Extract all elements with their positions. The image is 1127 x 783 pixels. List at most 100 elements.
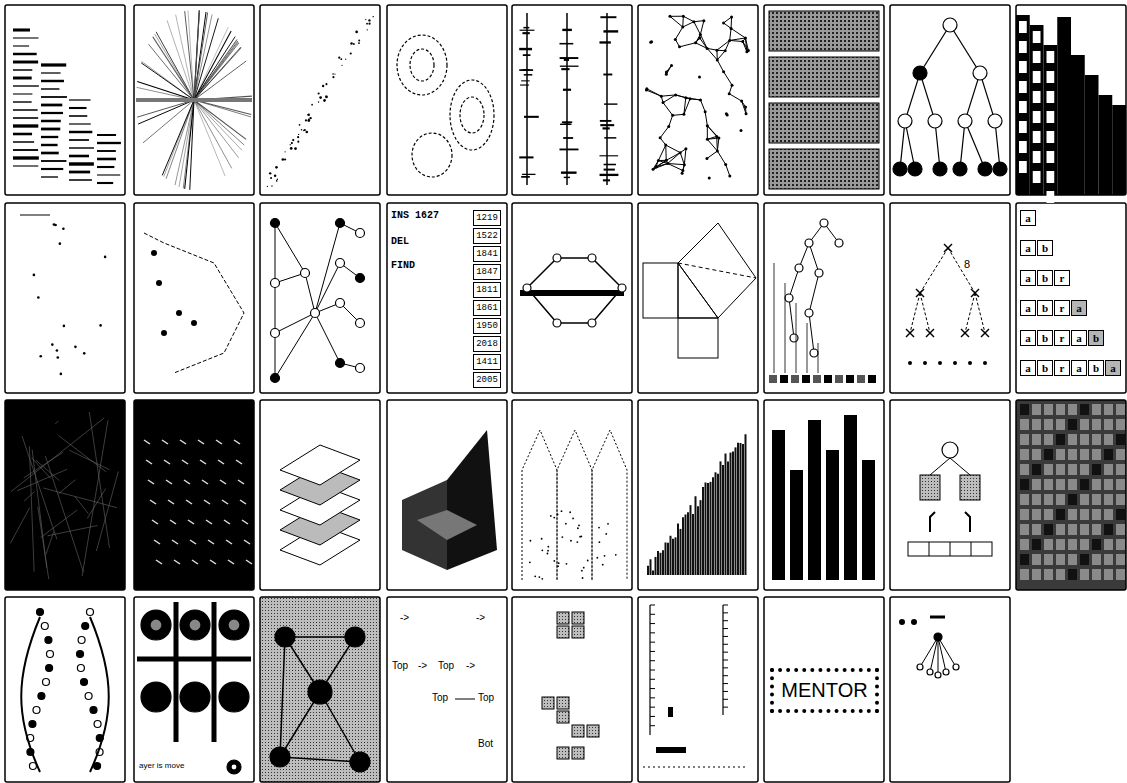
- line-mark: [682, 16, 684, 27]
- tree-node: [935, 672, 941, 678]
- grid-cell: [1056, 539, 1065, 550]
- line-mark: [183, 100, 194, 188]
- grid-cell: [1056, 434, 1065, 445]
- dot-mark: [558, 562, 560, 564]
- dot-mark: [599, 541, 601, 543]
- line-mark: [722, 465, 724, 575]
- line-mark: [13, 141, 34, 142]
- line-mark: [650, 660, 655, 661]
- line-mark: [41, 63, 66, 66]
- table-cell: r: [1054, 300, 1070, 316]
- bar-cell: [1033, 151, 1041, 163]
- line-mark: [723, 628, 728, 629]
- dot-mark: [911, 619, 917, 625]
- bar: [772, 430, 785, 580]
- line-mark: [710, 482, 712, 575]
- line-mark: [680, 529, 682, 575]
- dot-mark: [561, 536, 563, 538]
- panel-frame: [5, 203, 125, 393]
- line-mark: [809, 273, 819, 313]
- line-mark: [563, 137, 573, 139]
- grid-cell: [1092, 539, 1101, 550]
- line-mark: [58, 480, 75, 494]
- tree-node: [150, 619, 162, 631]
- dot-mark: [666, 162, 669, 165]
- line-mark: [210, 560, 216, 564]
- stack-box: [587, 725, 599, 737]
- line-mark: [244, 540, 250, 544]
- dot-mark: [325, 83, 327, 85]
- line-mark: [41, 152, 59, 155]
- bar-cell: [1019, 21, 1027, 33]
- grid-cell: [1044, 449, 1053, 460]
- line-mark: [663, 103, 673, 116]
- line-mark: [89, 412, 109, 548]
- line-mark: [96, 471, 118, 551]
- line-mark: [58, 435, 106, 472]
- line-mark: [930, 637, 938, 672]
- line-mark: [564, 59, 569, 61]
- line-mark: [948, 248, 975, 293]
- line-mark: [41, 96, 67, 98]
- line-mark: [153, 37, 194, 100]
- line-mark: [166, 480, 172, 484]
- line-mark: [717, 151, 725, 165]
- line-mark: [683, 22, 694, 27]
- line-mark: [69, 171, 90, 174]
- line-mark: [650, 679, 655, 680]
- line-mark: [41, 168, 63, 170]
- line-mark: [675, 27, 682, 39]
- grid-cell: [1068, 509, 1077, 520]
- line-mark: [650, 605, 655, 606]
- grid-cell: [1104, 449, 1113, 460]
- line-mark: [717, 60, 723, 72]
- grid-cell: [1092, 554, 1101, 565]
- tree-node: [810, 349, 818, 357]
- line-mark: [97, 174, 120, 175]
- grid-cell: [1056, 449, 1065, 460]
- dot-mark: [297, 136, 299, 138]
- bar-cell: [1047, 131, 1055, 143]
- dot-mark: [671, 114, 674, 117]
- line-mark: [222, 500, 228, 504]
- line-mark: [745, 434, 747, 575]
- dot-mark: [557, 514, 559, 516]
- line-mark: [727, 461, 729, 575]
- tree-node: [46, 651, 53, 658]
- table-cell: 1847: [473, 264, 501, 280]
- line-mark: [155, 34, 194, 100]
- contour-loop: [460, 97, 484, 133]
- dot-mark: [358, 42, 360, 44]
- line-mark: [275, 223, 305, 273]
- dotted-box: MENTOR: [770, 668, 879, 713]
- dot-mark: [699, 33, 702, 36]
- dot-mark: [276, 180, 278, 182]
- tree-node: [588, 254, 596, 262]
- line-mark: [560, 57, 579, 59]
- dot-mark: [728, 174, 731, 177]
- line-mark: [971, 289, 979, 297]
- line-mark: [740, 443, 742, 575]
- grid-cell: [1020, 404, 1029, 415]
- dot-mark: [541, 538, 543, 540]
- slot-box: [908, 542, 992, 556]
- dot-mark: [366, 23, 368, 25]
- line-mark: [723, 612, 728, 613]
- dot-mark: [83, 352, 86, 355]
- dot-mark: [968, 361, 972, 365]
- box-title: MENTOR: [781, 679, 867, 702]
- line-mark: [46, 531, 54, 554]
- line-mark: [11, 418, 104, 492]
- line-mark: [41, 112, 63, 114]
- line-mark: [682, 517, 684, 575]
- tree-node: [988, 114, 1002, 128]
- tree-node: [908, 162, 922, 176]
- line-mark: [981, 329, 989, 337]
- line-mark: [697, 506, 699, 575]
- line-mark: [926, 329, 934, 337]
- table-cell: 1950: [473, 318, 501, 334]
- tree-node: [943, 18, 957, 32]
- line-mark: [723, 683, 728, 684]
- tree-node: [90, 707, 97, 714]
